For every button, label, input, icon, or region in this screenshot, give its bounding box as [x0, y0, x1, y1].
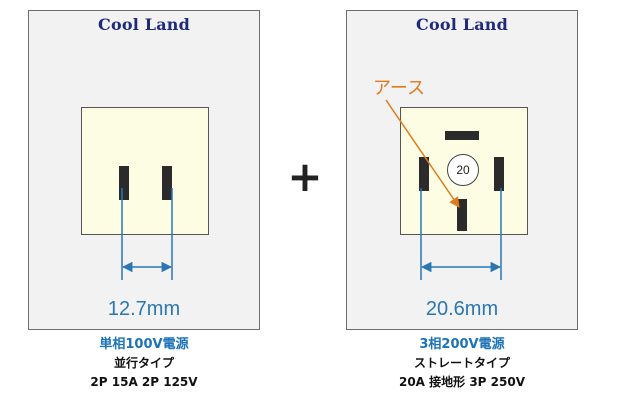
caption-type: 並行タイプ [113, 356, 174, 370]
outlet-single-phase [81, 107, 209, 235]
brand-logo: Cool Land [416, 15, 508, 34]
caption-left: 単相100V電源 並行タイプ 2P 15A 2P 125V [28, 336, 260, 392]
caption-type: ストレートタイプ [413, 356, 510, 370]
left-panel: Cool Land 12.7mm [28, 10, 260, 330]
caption-title: 3相200V電源 [419, 337, 505, 352]
earth-label: アース [373, 78, 426, 99]
measurement-label: 20.6mm [425, 298, 499, 320]
measurement-label: 12.7mm [107, 298, 181, 320]
plus-sign: + [287, 152, 323, 201]
caption-spec: 2P 15A 2P 125V [90, 375, 198, 389]
rating-circle: 20 [447, 154, 479, 186]
blade-slot-right [162, 166, 172, 200]
caption-right: 3相200V電源 ストレートタイプ 20A 接地形 3P 250V [346, 336, 578, 392]
blade-slot-left [119, 166, 129, 200]
top-slot [445, 131, 479, 140]
blade-slot-left [419, 157, 429, 191]
earth-slot [457, 199, 467, 231]
caption-title: 単相100V電源 [99, 337, 189, 352]
earth-pointer-arrow [385, 99, 460, 208]
brand-logo: Cool Land [98, 15, 190, 34]
caption-spec: 20A 接地形 3P 250V [398, 375, 525, 389]
blade-slot-right [494, 157, 504, 191]
